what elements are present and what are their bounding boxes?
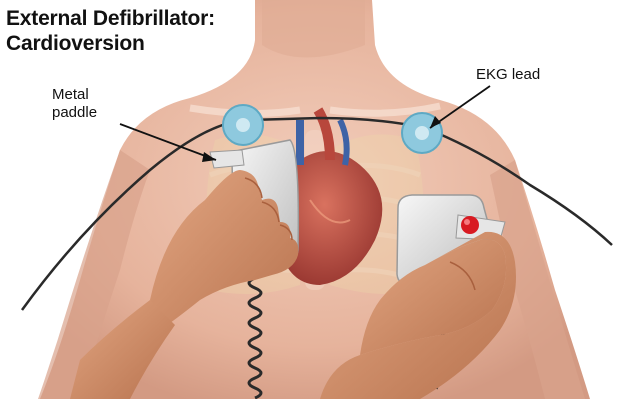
metal-paddle-label: Metal paddle [52,86,97,122]
title-line-2: Cardioversion [6,31,215,56]
diagram-title: External Defibrillator: Cardioversion [6,6,215,56]
ekg-electrode-left [223,105,263,145]
ekg-lead-label: EKG lead [476,66,540,84]
metal-paddle-label-line-1: Metal [52,86,97,104]
discharge-button [461,216,479,234]
title-line-1: External Defibrillator: [6,6,215,31]
metal-paddle-label-line-2: paddle [52,104,97,122]
